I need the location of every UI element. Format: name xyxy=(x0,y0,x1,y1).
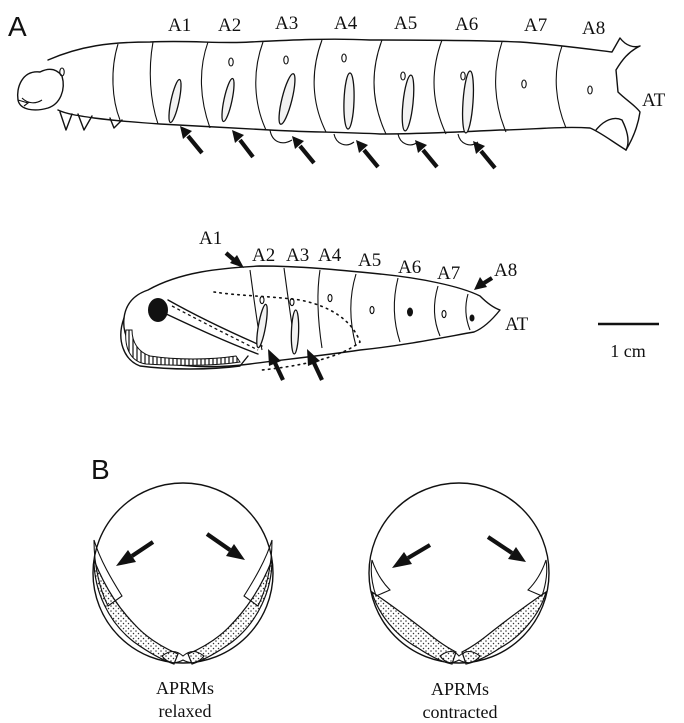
relaxed-caption-line1: APRMs xyxy=(156,678,214,698)
larva-arrow-2 xyxy=(232,130,253,157)
relaxed-muscle-left xyxy=(94,560,178,664)
larva-segment-labels: A1 A2 A3 A4 A5 A6 A7 A8 AT xyxy=(168,13,666,111)
pupa-label-a7: A7 xyxy=(437,263,460,284)
larva-label-a5: A5 xyxy=(394,13,417,34)
pupa-label-a2: A2 xyxy=(252,245,275,266)
relaxed-arrow-left xyxy=(116,542,153,566)
larva-drawing xyxy=(18,38,640,150)
panel-b-letter: B xyxy=(91,454,110,485)
contracted-caption-line1: APRMs xyxy=(431,679,489,699)
larva-label-a6: A6 xyxy=(455,14,478,35)
pupa-arrow-1 xyxy=(268,349,283,380)
larva-label-a1: A1 xyxy=(168,15,191,36)
larva-label-a4: A4 xyxy=(334,13,358,34)
larva-label-a7: A7 xyxy=(524,15,547,36)
pupa-label-a5: A5 xyxy=(358,250,381,271)
larva-arrow-4 xyxy=(356,140,378,167)
pupa-label-a6: A6 xyxy=(398,257,421,278)
pupa-label-at: AT xyxy=(505,314,529,335)
scale-bar-label: 1 cm xyxy=(610,341,646,361)
cross-section-relaxed xyxy=(93,483,273,664)
larva-label-a3: A3 xyxy=(275,13,298,34)
larva-arrow-5 xyxy=(415,140,437,167)
panel-a-letter: A xyxy=(8,11,27,42)
relaxed-arrow-right xyxy=(207,534,245,560)
pupa-arrow-a8 xyxy=(474,277,492,290)
pupa-label-a3: A3 xyxy=(286,245,309,266)
larva-arrow-1 xyxy=(180,126,202,153)
larva-arrow-6 xyxy=(473,141,495,168)
relaxed-muscle-right xyxy=(188,560,272,664)
pupa-label-a8: A8 xyxy=(494,260,517,281)
pupa-label-a4: A4 xyxy=(318,245,342,266)
larva-label-at: AT xyxy=(642,90,666,111)
pupa-arrow-a1 xyxy=(226,253,244,268)
contracted-caption-line2: contracted xyxy=(423,702,498,722)
larva-arrow-3 xyxy=(292,136,314,163)
contracted-arrow-right xyxy=(488,537,526,562)
pupa-arrow-2 xyxy=(307,349,322,380)
larva-label-a2: A2 xyxy=(218,15,241,36)
pupa-label-a1: A1 xyxy=(199,228,222,249)
contracted-arrow-left xyxy=(392,545,430,568)
larva-label-a8: A8 xyxy=(582,18,605,39)
pupa-eye xyxy=(148,298,168,322)
cross-section-contracted xyxy=(369,483,549,664)
relaxed-caption-line2: relaxed xyxy=(159,701,212,721)
